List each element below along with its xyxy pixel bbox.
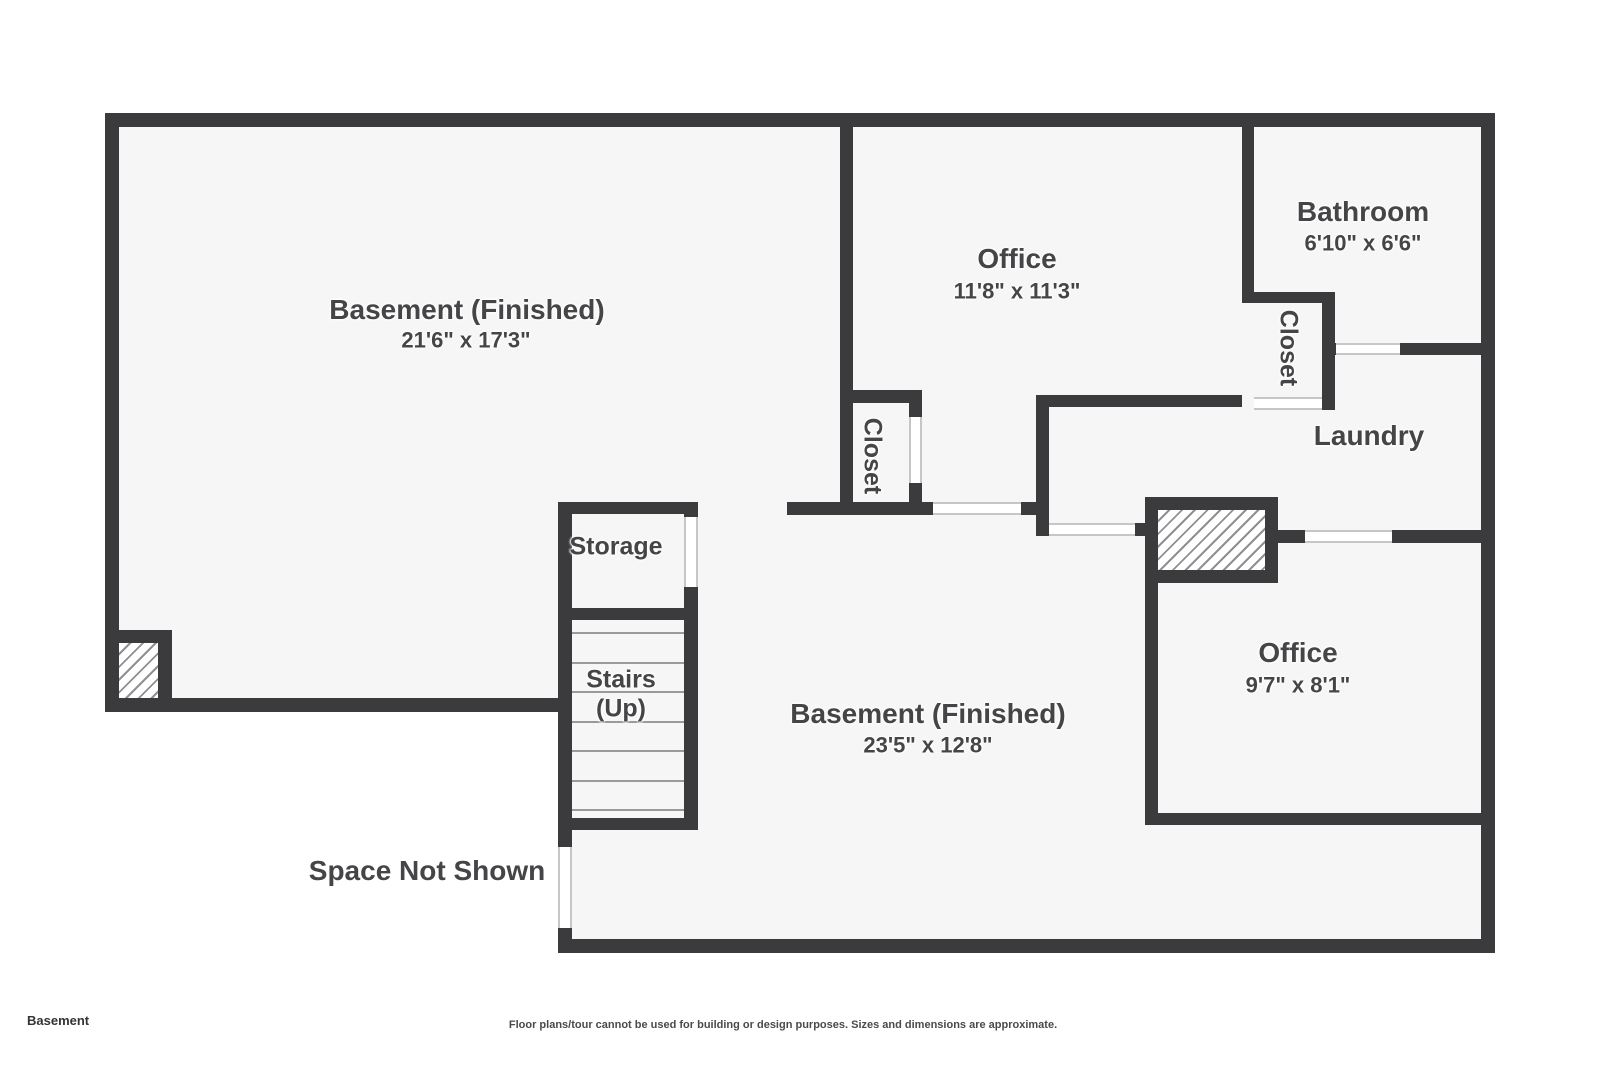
wall bbox=[1322, 292, 1335, 410]
wall bbox=[558, 502, 698, 514]
wall bbox=[1145, 813, 1495, 825]
wall bbox=[105, 698, 570, 712]
door-opening bbox=[558, 847, 572, 928]
door-opening bbox=[1336, 343, 1400, 355]
chimney-hatch-border bbox=[105, 630, 172, 643]
room-label-laundry: Laundry bbox=[1313, 419, 1425, 451]
wall bbox=[558, 928, 572, 953]
wall bbox=[840, 113, 853, 515]
stairs-direction: (Up) bbox=[596, 694, 646, 722]
space-not-shown-label: Space Not Shown bbox=[308, 854, 546, 886]
stair-step bbox=[572, 750, 684, 752]
room-dims-basement-lower: 23'5" x 12'8" bbox=[863, 732, 993, 758]
floor-area bbox=[558, 502, 1495, 953]
door-opening bbox=[1254, 397, 1322, 410]
wall bbox=[1481, 113, 1495, 953]
door-opening bbox=[684, 517, 698, 587]
room-dims-office-lower: 9'7" x 8'1" bbox=[1245, 672, 1351, 698]
stair-step bbox=[572, 809, 684, 811]
stairs-name: Stairs bbox=[586, 665, 656, 694]
door-opening bbox=[1305, 530, 1392, 543]
wall bbox=[558, 818, 698, 830]
wall bbox=[1242, 113, 1254, 303]
stair-step bbox=[572, 632, 684, 634]
wall bbox=[840, 390, 922, 403]
wall bbox=[1242, 292, 1335, 303]
room-label-office-lower: Office bbox=[1258, 636, 1338, 668]
chimney-hatch bbox=[119, 643, 158, 698]
door-opening bbox=[1049, 523, 1135, 536]
stair-step bbox=[572, 662, 684, 664]
room-dims-office-top: 11'8" x 11'3" bbox=[953, 278, 1081, 304]
wall bbox=[558, 502, 572, 847]
wall bbox=[105, 113, 119, 712]
room-label-basement-lower: Basement (Finished) bbox=[790, 697, 1066, 729]
room-label-bathroom: Bathroom bbox=[1296, 195, 1430, 227]
wall bbox=[558, 608, 698, 620]
floor-area bbox=[840, 113, 1495, 543]
chimney-hatch-border bbox=[158, 630, 172, 712]
wall bbox=[1036, 395, 1242, 407]
room-label-closet-middle: Closet bbox=[858, 417, 887, 495]
disclaimer-text: Floor plans/tour cannot be used for buil… bbox=[508, 1019, 1058, 1031]
wall bbox=[1145, 583, 1158, 825]
room-label-office-top: Office bbox=[977, 242, 1057, 274]
door-opening bbox=[933, 502, 1021, 515]
stair-step bbox=[572, 721, 684, 723]
room-label-closet-upper: Closet bbox=[1274, 309, 1303, 387]
floor-name: Basement bbox=[27, 1013, 90, 1028]
mechanical-hatch bbox=[1158, 510, 1265, 570]
room-label-basement-main: Basement (Finished) bbox=[329, 293, 605, 325]
wall bbox=[1036, 395, 1049, 536]
room-dims-basement-main: 21'6" x 17'3" bbox=[401, 327, 531, 353]
stair-step bbox=[572, 780, 684, 782]
stair-step bbox=[572, 691, 684, 693]
door-opening bbox=[909, 417, 922, 483]
wall bbox=[558, 939, 1495, 953]
room-label-stairs: Stairs (Up) bbox=[586, 665, 655, 723]
wall bbox=[105, 113, 1495, 127]
room-label-storage: Storage bbox=[569, 532, 663, 561]
room-dims-bathroom: 6'10" x 6'6" bbox=[1304, 230, 1422, 256]
